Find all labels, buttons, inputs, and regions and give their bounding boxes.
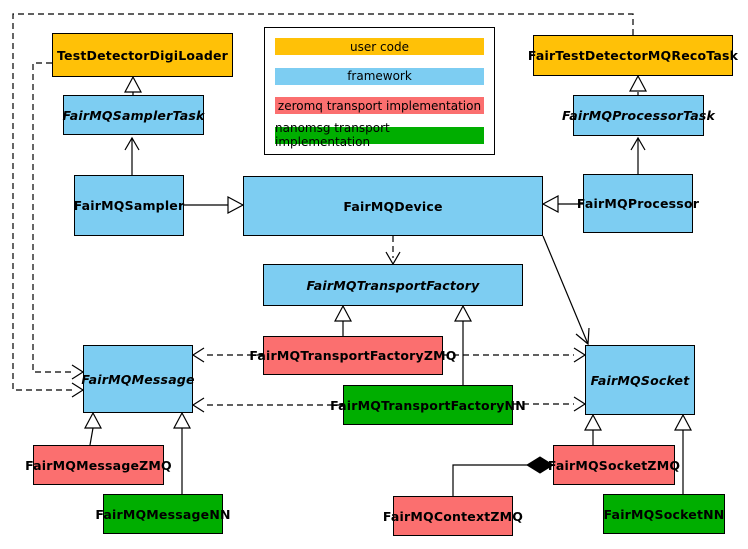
node-label: FairMQProcessor [576,196,700,211]
dependency-arrow-icon [191,397,205,413]
open-arrow-icon [630,136,646,151]
node-label: FairMQMessage [81,371,195,387]
open-arrow-icon [575,327,590,346]
edge-factorynn-to-transportfactory [454,304,472,385]
dependency-arrow-icon [191,347,205,363]
inheritance-triangle-icon [584,413,602,431]
edge-socketnn-to-socket [674,413,692,494]
node-label: FairMQMessageZMQ [25,457,172,473]
inheritance-triangle-icon [629,74,647,92]
edge-processortask-to-recotask [629,74,647,95]
node-label: FairMQProcessorTask [561,108,716,123]
edge-factoryzmq-to-message-dashed [191,347,263,363]
node-fairmqsampler: FairMQSampler [74,175,184,236]
legend-item-zeromq: zeromq transport implementation [275,97,484,115]
edge-processor-to-processortask [630,136,646,174]
edge-sampler-to-device [184,196,245,214]
node-label: FairMQSampler [73,198,185,213]
node-fairmqmessage: FairMQMessage [81,345,195,413]
edge-factoryzmq-to-socket-dashed [443,347,587,363]
dependency-arrow-icon [573,396,587,412]
inheritance-triangle-icon [674,413,692,431]
inheritance-triangle-icon [541,195,559,213]
node-label: FairMQMessageNN [95,506,231,522]
node-label: FairMQSocketNN [603,506,725,522]
edge-socketzmq-to-socket [584,413,602,445]
node-label: FairMQSocketZMQ [547,457,681,473]
node-fairmqtransportfactorynn: FairMQTransportFactoryNN [330,385,526,425]
node-fairmqmessagezmq: FairMQMessageZMQ [25,445,172,485]
legend-item-framework: framework [275,67,484,85]
edge-messagenn-to-message [173,411,191,494]
legend-item-user-code: user code [275,38,484,55]
composition-diamond-icon [526,456,554,474]
node-label: FairMQSamplerTask [62,107,205,123]
edge-messagezmq-to-message [84,411,102,446]
node-fairmqmessagenn: FairMQMessageNN [95,494,230,534]
node-fairmqprocessor: FairMQProcessor [577,174,699,233]
edge-factoryzmq-to-transportfactory [334,304,352,336]
legend-label: framework [347,69,412,84]
node-fairmqtransportfactoryzmq: FairMQTransportFactoryZMQ [249,336,456,375]
edge-device-to-transportfactory-dashed [385,236,401,266]
node-label: FairMQTransportFactoryNN [330,397,526,413]
edge-device-to-socket [542,235,590,346]
legend-label: nanomsg transport implementation [275,121,390,150]
node-fairmqsamplertask: FairMQSamplerTask [62,95,205,135]
inheritance-triangle-icon [227,196,245,214]
legend-label: zeromq transport implementation [277,98,482,113]
node-label: FairMQContextZMQ [382,508,524,524]
edge-factorynn-to-message-dashed [191,397,343,413]
node-fairmqcontextzmq: FairMQContextZMQ [383,496,523,536]
legend-item-nanomsg: nanomsg transport implementation [275,121,484,149]
node-label: FairMQDevice [343,198,443,214]
edge-sampler-to-samplertask [124,136,140,176]
node-label: FairTestDetectorMQRecoTask [527,48,739,63]
inheritance-triangle-icon [173,411,191,429]
edge-contextzmq-to-socketzmq-composition [452,456,554,496]
inheritance-triangle-icon [454,304,472,322]
node-testdetectordigiloader: TestDetectorDigiLoader [52,33,233,77]
legend: user code framework zeromq transport imp… [264,27,495,155]
node-fairmqsocketzmq: FairMQSocketZMQ [548,445,680,485]
node-label: FairMQSocket [590,372,690,388]
node-label: FairMQTransportFactory [306,277,480,293]
inheritance-triangle-icon [334,304,352,322]
node-label: TestDetectorDigiLoader [56,47,229,63]
edge-samplertask-to-digiloader [124,75,142,95]
inheritance-triangle-icon [84,411,102,429]
node-fairtestdetectormqrecotask: FairTestDetectorMQRecoTask [528,35,738,76]
node-fairmqprocessortask: FairMQProcessorTask [562,95,715,136]
node-label: FairMQTransportFactoryZMQ [249,348,457,363]
node-fairmqsocket: FairMQSocket [585,345,695,415]
node-fairmqtransportfactory: FairMQTransportFactory [263,264,523,306]
node-fairmqsocketnn: FairMQSocketNN [603,494,725,534]
dependency-arrow-icon [573,347,587,363]
inheritance-triangle-icon [124,75,142,93]
open-arrow-icon [124,136,140,151]
legend-label: user code [350,39,409,54]
edge-processor-to-device [541,195,583,213]
node-fairmqdevice: FairMQDevice [243,176,543,236]
